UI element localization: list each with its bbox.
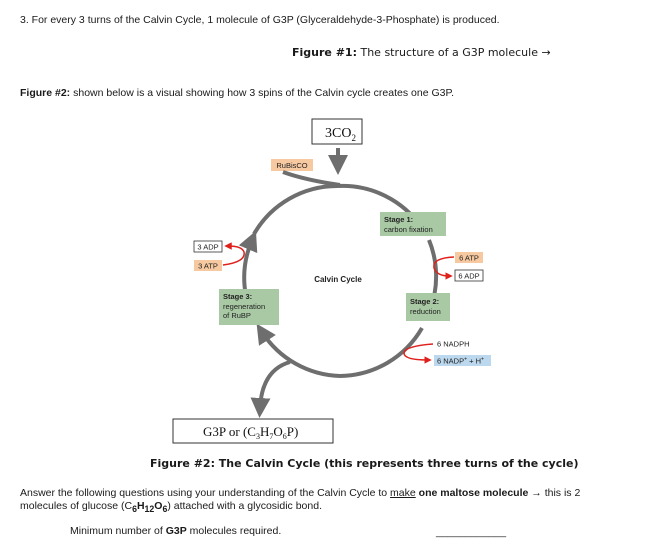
g3p-h: H [260,424,269,439]
figure1-line: Figure #1: The structure of a G3P molecu… [292,46,551,59]
cycle-ring [238,170,443,378]
co2-input: 3CO2 [311,118,363,145]
figure2-caption: Figure #2: The Calvin Cycle (this repres… [150,457,579,470]
answer-sub1: 6 [132,504,137,515]
answer-instructions: Answer the following questions using you… [20,487,630,516]
svg-text:3CO2: 3CO2 [325,126,356,143]
stage2-atp-label: 6 ATP [459,254,479,263]
stage1-desc: carbon fixation [384,225,433,234]
nadph-energy: 6 NADPH 6 NADP+ + H+ [403,338,491,366]
stage3-title: Stage 3: [223,292,252,301]
figure2-line: Figure #2: shown below is a visual showi… [20,87,454,99]
g3p-output-arrow [250,360,291,418]
answer-line2-end: ) attached with a glycosidic bond. [167,500,322,512]
figure2-text: shown below is a visual showing how 3 sp… [73,87,455,99]
nadp-tail-plus: + [481,357,484,363]
stage3-desc1: regeneration [223,302,265,311]
min-required-suffix: molecules required. [186,525,282,537]
answer-lead: Answer the following questions using you… [20,487,391,499]
svg-text:6 NADP+ + H+: 6 NADP+ + H+ [437,357,484,366]
g3p-suffix: P) [287,424,299,439]
nadph-label: 6 NADPH [437,340,470,349]
stage2-title: Stage 2: [410,297,439,306]
figure1-text: The structure of a G3P molecule → [360,46,551,59]
stage2-box: Stage 2: reduction [406,293,450,321]
svg-text:G3P or (C3H7O6P): G3P or (C3H7O6P) [203,424,298,441]
stage3-atp-label: 3 ATP [198,262,218,271]
stage3-box: Stage 3: regeneration of RuBP [219,289,279,325]
stage1-title: Stage 1: [384,215,413,224]
g3p-output-box: G3P or (C3H7O6P) [172,418,334,444]
min-required-bold: G3P [165,525,187,537]
stage1-box: Stage 1: carbon fixation [380,212,446,236]
answer-sub2: 12 [144,504,155,515]
stage3-adp-label: 3 ADP [197,243,218,252]
g3p-prefix: G3P or (C [203,424,256,439]
rubisco-label: RuBisCO [276,161,307,170]
g3p-sub-h: 7 [269,432,273,441]
figure1-label: Figure #1: [292,46,357,59]
stage2-energy: 6 ATP 6 ADP [433,252,484,282]
answer-h: H [136,500,145,512]
answer-mid: → this is 2 [528,487,581,499]
g3p-sub-o: 6 [283,432,287,441]
cycle-center-label: Calvin Cycle [314,275,362,284]
answer-make: make [390,487,416,499]
nadp-plus: + [464,357,467,363]
rubisco-enzyme: RuBisCO [271,159,313,171]
nadp-label: 6 NADP [437,357,464,366]
stage3-desc2: of RuBP [223,311,251,320]
min-required-prefix: Minimum number of [70,525,166,537]
answer-blank[interactable]: ____________ [436,526,507,538]
answer-sub3: 6 [162,504,168,515]
figure2-label: Figure #2: [20,87,71,99]
stage2-desc: reduction [410,307,441,316]
answer-o: O [154,500,163,512]
co2-label: 3CO [325,126,351,141]
g3p-o: O [273,424,282,439]
question-text: 3. For every 3 turns of the Calvin Cycle… [20,14,500,26]
min-required-line: Minimum number of G3P molecules required… [70,525,281,537]
stage2-adp-label: 6 ADP [458,272,479,281]
answer-line2-start: molecules of glucose (C [20,500,133,512]
co2-subscript: 2 [351,133,356,143]
answer-bold: one maltose molecule [418,487,529,499]
g3p-sub-c: 3 [256,432,260,441]
nadp-tail: + H [467,357,481,366]
stage3-energy: 3 ADP 3 ATP [193,240,245,271]
